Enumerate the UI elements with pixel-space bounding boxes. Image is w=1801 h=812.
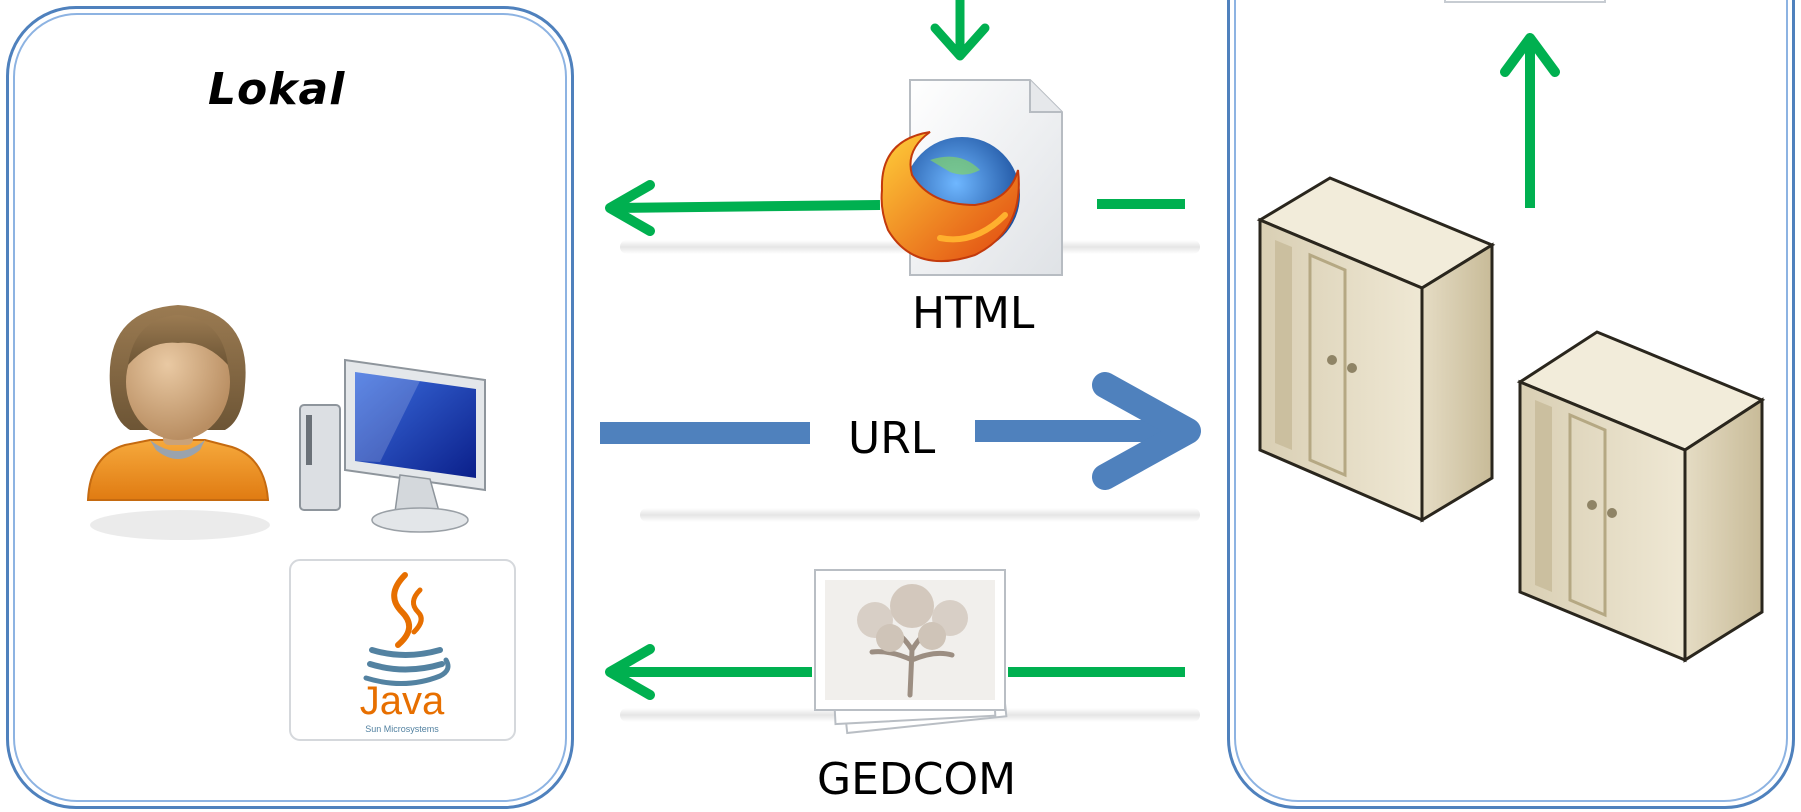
url-arrow [600,372,1201,490]
url-label: URL [848,413,936,464]
html-label: HTML [912,288,1035,339]
java-logo-text: Java [360,679,445,723]
server-icon-2 [1516,330,1766,663]
firefox-html-file-icon [880,79,1063,276]
local-panel [6,6,574,809]
family-tree-gedcom-icon [814,569,1008,735]
java-logo-subtext: Sun Microsystems [365,724,439,734]
java-logo: Java Sun Microsystems [289,559,516,741]
outgoing-up-arrow [1444,0,1606,208]
html-arrow [605,180,1185,236]
arrow-shadow-middle [640,508,1200,522]
server-panel [1227,0,1795,809]
local-panel-title: Lokal [208,64,346,115]
gedcom-arrow [605,644,1185,700]
server-icon-1 [1256,176,1496,523]
incoming-down-arrow [930,0,990,61]
person-icon [86,305,270,540]
desktop-computer-icon [299,358,486,533]
gedcom-label: GEDCOM [817,754,1017,805]
